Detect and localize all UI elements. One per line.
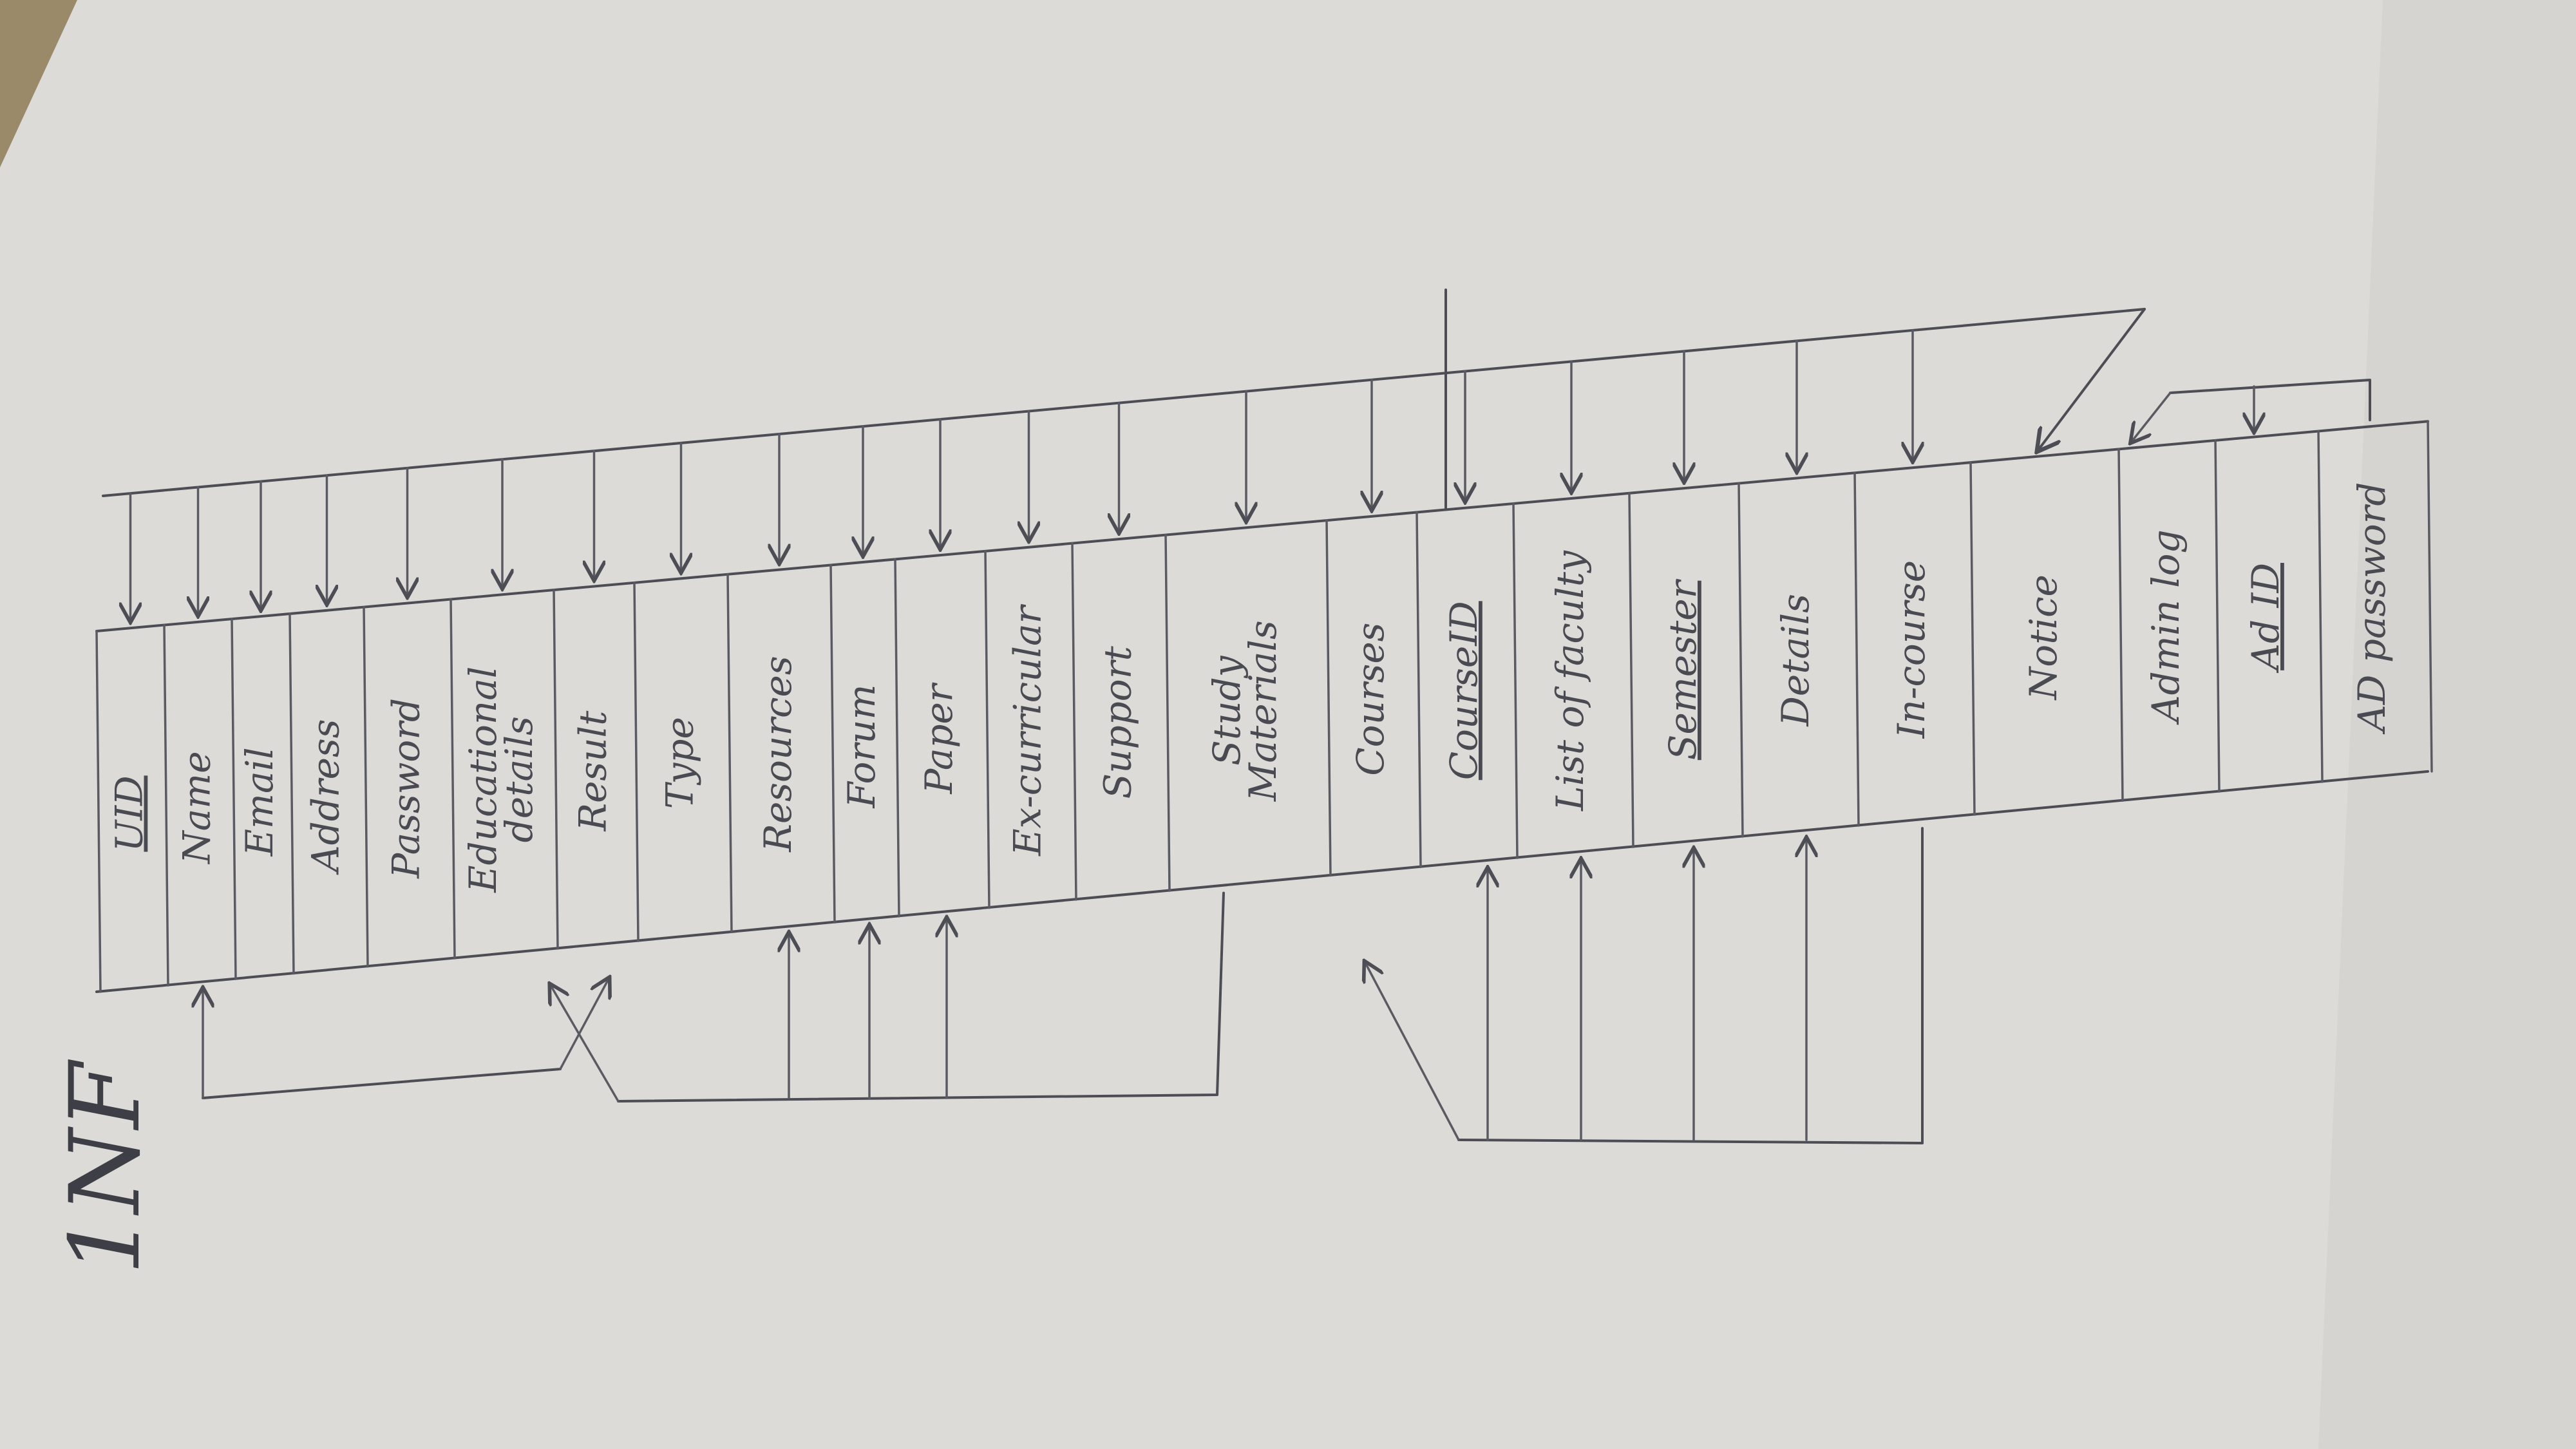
cell-label: CourseID [1442,601,1486,780]
cell-label: Notice [2022,574,2065,701]
dependency-arrow [2038,308,2146,450]
cell-label: Ex-curricular [1006,603,1050,856]
dependency-bracket-bottom [617,891,1225,1103]
table-cells: UID Name Email Address Password Educationalde… [108,482,2394,893]
cell-divider [2117,448,2124,802]
cell-label: Address [304,719,348,875]
cell-label: Educational [461,667,505,893]
cell-label: Study [1205,655,1249,766]
cell-label: Email [238,747,281,857]
cell-divider [231,618,237,980]
table-outline [95,420,2433,993]
cell-divider [1628,492,1634,848]
dependency-bracket-top [102,308,2146,497]
cell-divider [829,564,836,924]
cell-label: Forum [840,685,884,809]
cell-divider [726,573,733,934]
cell-divider [1512,502,1519,859]
cell-label: Resources [756,656,800,852]
dependency-arrow [1365,963,1460,1141]
cell-divider [633,582,639,942]
dependency-arrow [559,979,609,1070]
cell-divider [553,589,559,950]
diagram-heading: 1NF [50,1059,162,1275]
cell-divider [163,623,169,987]
cell-label: Paper [917,682,961,794]
dependency-bracket-bottom [1457,827,1924,1144]
cell-divider [289,612,295,975]
cell-label: Type [658,717,702,809]
cell-label: List of faculty [1548,550,1592,811]
cell-divider [1164,533,1171,892]
cell-label: details [497,716,541,842]
cell-divider [1325,519,1332,877]
cell-divider [1071,542,1077,901]
cell-label: Result [571,710,615,832]
cell-label: Admin log [2144,529,2188,725]
table-bottom-edge [95,770,2429,993]
cell-label: AD password [2350,482,2394,734]
cell-divider [95,630,102,993]
bottom-dependency-arrows [202,827,1924,1144]
cell-divider [2214,439,2221,793]
dependency-arrow [2132,392,2172,442]
dependency-arrow [551,985,620,1103]
cell-divider [1853,471,1860,827]
cell-divider [984,550,990,909]
cell-divider [450,598,456,960]
cell-label: UID [108,775,151,851]
cell-divider [2427,420,2433,773]
cell-label: Materials [1241,620,1285,802]
cell-label: Password [384,698,428,879]
dependency-bracket-bottom [202,1068,562,1099]
cell-label: Ad ID [2244,563,2287,674]
cell-divider [1416,511,1422,869]
table-top-edge [95,420,2429,632]
cell-label: Support [1096,646,1140,799]
cell-label: Details [1774,594,1817,727]
cell-divider [1969,461,1976,816]
cell-label: Name [175,751,219,865]
top-dependency-arrows [102,289,2371,620]
paper-shadow [2318,0,2576,1449]
cell-divider [363,605,369,968]
cell-divider [2317,430,2324,783]
cell-label: Courses [1349,623,1392,776]
admin-bracket [2169,379,2371,422]
cell-divider [1738,482,1744,838]
cell-label: Semester [1661,578,1705,760]
cell-label: In-course [1889,560,1933,739]
cell-divider [894,558,900,918]
